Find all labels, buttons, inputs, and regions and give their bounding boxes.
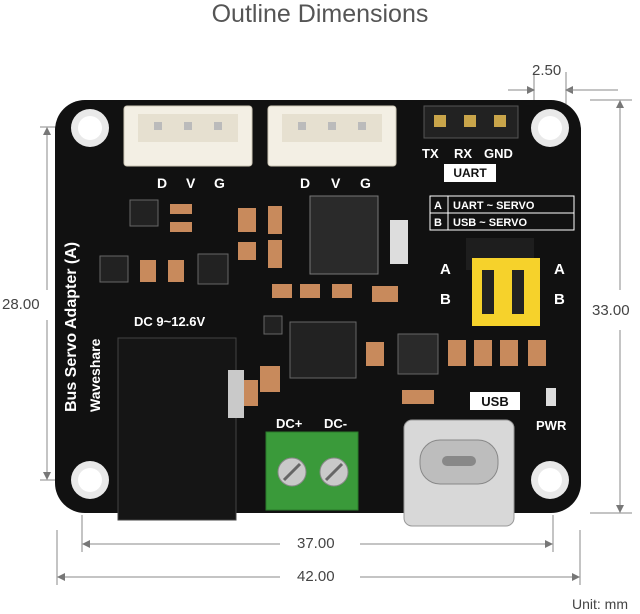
uart-label-box (444, 164, 496, 182)
mode-key-a: A (434, 200, 442, 212)
right-label-d: D (300, 175, 310, 191)
dc-jack-pin (228, 370, 244, 418)
left-label-d: D (157, 175, 167, 191)
uart-pin-rx: RX (454, 146, 472, 161)
usb-label-box (470, 392, 520, 410)
mode-value-a: UART ~ SERVO (453, 200, 535, 212)
components (99, 195, 556, 406)
jumper-right-b: B (554, 291, 565, 308)
terminal-block (265, 431, 359, 511)
terminal-minus-label: DC- (324, 416, 347, 431)
brand-text: Waveshare (87, 338, 103, 412)
usb-label: USB (481, 394, 508, 409)
board-name-text: Bus Servo Adapter (A) (63, 242, 80, 412)
dim-pin-pitch: 2.50 (532, 62, 562, 79)
dimension-lines (40, 72, 632, 585)
dc-barrel-jack (117, 337, 237, 521)
jumper-left-b: B (440, 291, 451, 308)
mode-table (429, 195, 575, 231)
unit-label: Unit: mm (572, 596, 628, 612)
mode-value-b: USB ~ SERVO (453, 217, 528, 229)
jumper-block (466, 238, 540, 326)
jumper-right-a: A (554, 261, 565, 278)
servo-connector-left (123, 105, 253, 167)
terminal-plus-label: DC+ (276, 416, 303, 431)
uart-header (423, 105, 519, 139)
right-label-v: V (331, 175, 341, 191)
servo-connector-right (267, 105, 397, 167)
dim-height-outer: 33.00 (592, 302, 630, 319)
left-label-v: V (186, 175, 196, 191)
dc-voltage-label: DC 9~12.6V (134, 314, 206, 329)
mode-key-b: B (434, 217, 442, 229)
page-title: Outline Dimensions (211, 0, 429, 28)
dim-width-inner: 37.00 (297, 535, 335, 552)
uart-pin-tx: TX (422, 146, 439, 161)
uart-label: UART (453, 166, 487, 180)
usb-c-connector (403, 419, 515, 527)
right-label-g: G (360, 175, 371, 191)
jumper-left-a: A (440, 261, 451, 278)
dim-height-inner: 28.00 (2, 296, 40, 313)
left-label-g: G (214, 175, 225, 191)
pwr-label: PWR (536, 418, 567, 433)
mounting-holes (71, 109, 569, 499)
uart-pin-gnd: GND (484, 146, 513, 161)
dim-width-outer: 42.00 (297, 568, 335, 585)
